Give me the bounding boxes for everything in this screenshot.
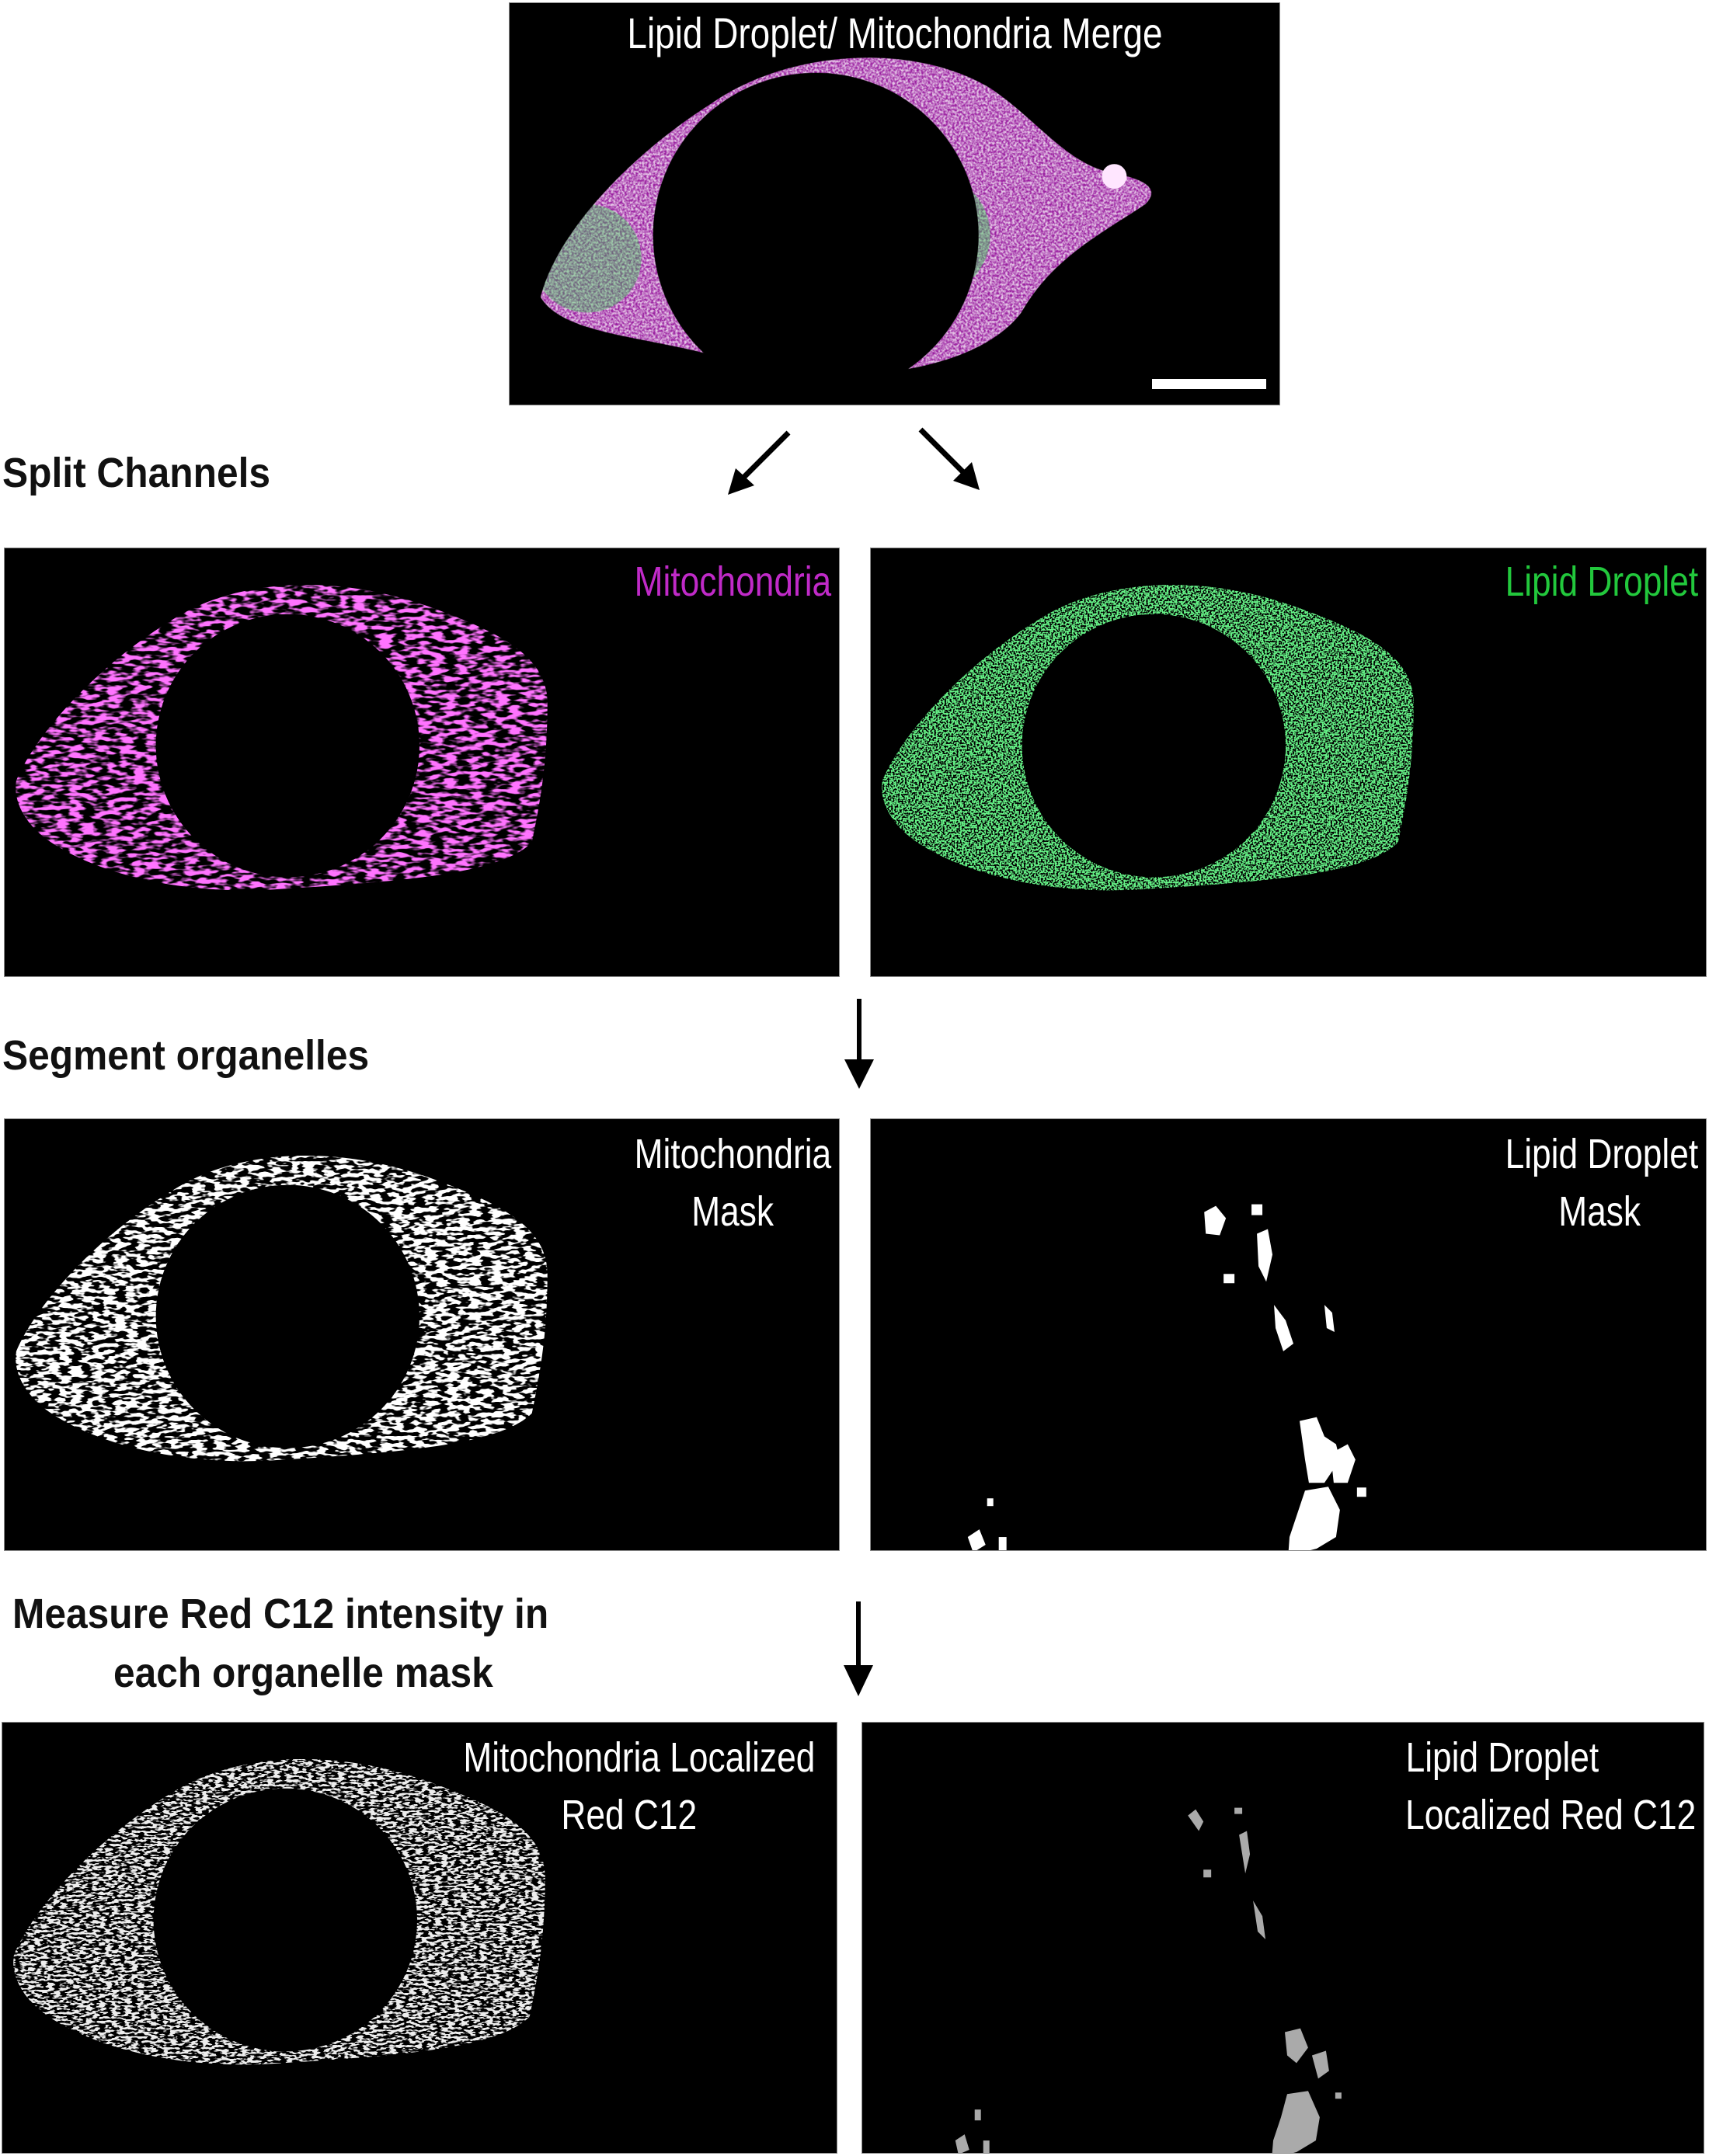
lipid-droplet-channel-label: Lipid Droplet <box>1505 558 1698 605</box>
mitochondria-channel-label: Mitochondria <box>634 558 831 605</box>
split-arrow-left-icon <box>728 430 791 495</box>
mitochondria-mask-image <box>5 1119 839 1550</box>
step-heading-measure-line2: each organelle mask <box>113 1650 493 1696</box>
lipid-droplet-localized-label-line1: Lipid Droplet <box>1405 1734 1599 1781</box>
lipid-droplet-channel-image <box>871 548 1706 976</box>
lipid-droplet-localized-c12-image <box>955 1807 1342 2153</box>
down-arrow-segment-icon <box>844 999 874 1089</box>
merge-title: Lipid Droplet/ Mitochondria Merge <box>626 9 1163 57</box>
mitochondria-localized-label-line1: Mitochondria Localized <box>463 1734 815 1781</box>
scale-bar <box>1152 379 1266 389</box>
merge-image-panel: Lipid Droplet/ Mitochondria Merge <box>509 2 1280 405</box>
mitochondria-mask-panel: Mitochondria Mask <box>4 1118 840 1551</box>
split-arrow-right-icon <box>918 427 980 490</box>
step-heading-segment: Segment organelles <box>2 1032 370 1079</box>
lipid-droplet-localized-c12-panel: Lipid Droplet Localized Red C12 <box>861 1722 1704 2154</box>
lipid-droplet-mask-panel: Lipid Droplet Mask <box>870 1118 1707 1551</box>
lipid-droplet-localized-label-line2: Localized Red C12 <box>1404 1792 1696 1838</box>
lipid-droplet-mask-label-line2: Mask <box>1558 1188 1641 1235</box>
step-heading-split: Split Channels <box>2 450 271 496</box>
down-arrow-measure-icon <box>844 1601 873 1696</box>
mitochondria-localized-label-line2: Red C12 <box>561 1792 697 1838</box>
lipid-droplet-channel-panel: Lipid Droplet <box>870 548 1707 977</box>
mitochondria-channel-image <box>5 548 839 976</box>
mitochondria-mask-label-line1: Mitochondria <box>634 1131 831 1177</box>
mitochondria-localized-c12-panel: Mitochondria Localized Red C12 <box>2 1722 837 2154</box>
mitochondria-localized-c12-image <box>2 1723 837 2153</box>
mitochondria-mask-label-line2: Mask <box>691 1188 774 1235</box>
step-heading-measure-line1: Measure Red C12 intensity in <box>12 1591 549 1637</box>
lipid-droplet-mask-label-line1: Lipid Droplet <box>1505 1131 1698 1177</box>
lipid-droplet-mask-image <box>967 1204 1366 1550</box>
mitochondria-channel-panel: Mitochondria <box>4 548 840 977</box>
merge-cell-image <box>510 3 1279 405</box>
